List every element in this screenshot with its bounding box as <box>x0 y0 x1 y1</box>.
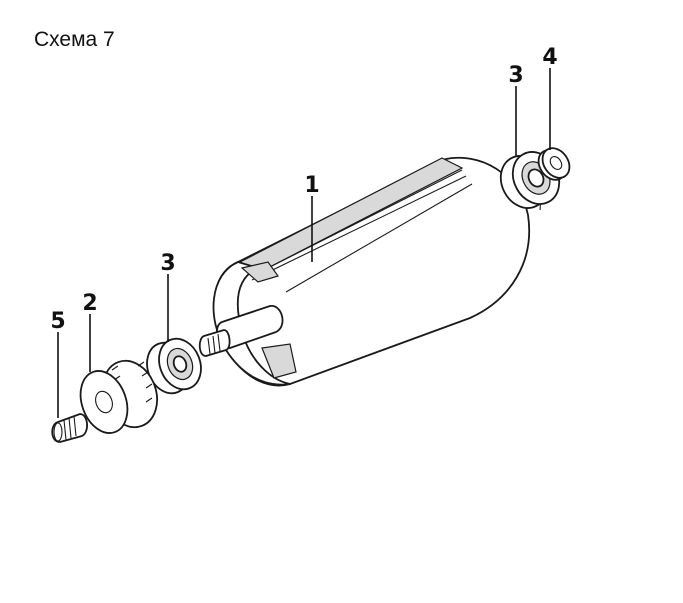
diagram-title: Схема 7 <box>34 28 115 51</box>
label-roller: 1 <box>304 173 319 198</box>
label-set-screw: 5 <box>50 309 65 334</box>
label-pulley: 2 <box>82 291 97 316</box>
pulley <box>79 359 158 434</box>
set-screw <box>51 413 88 443</box>
roller-body <box>212 156 541 387</box>
leader-lines <box>57 68 551 418</box>
label-bearing-left: 3 <box>160 251 175 276</box>
washer <box>537 147 571 181</box>
roller-shaft <box>198 305 284 357</box>
label-bearing-right: 3 <box>508 63 523 88</box>
label-washer: 4 <box>542 45 557 70</box>
